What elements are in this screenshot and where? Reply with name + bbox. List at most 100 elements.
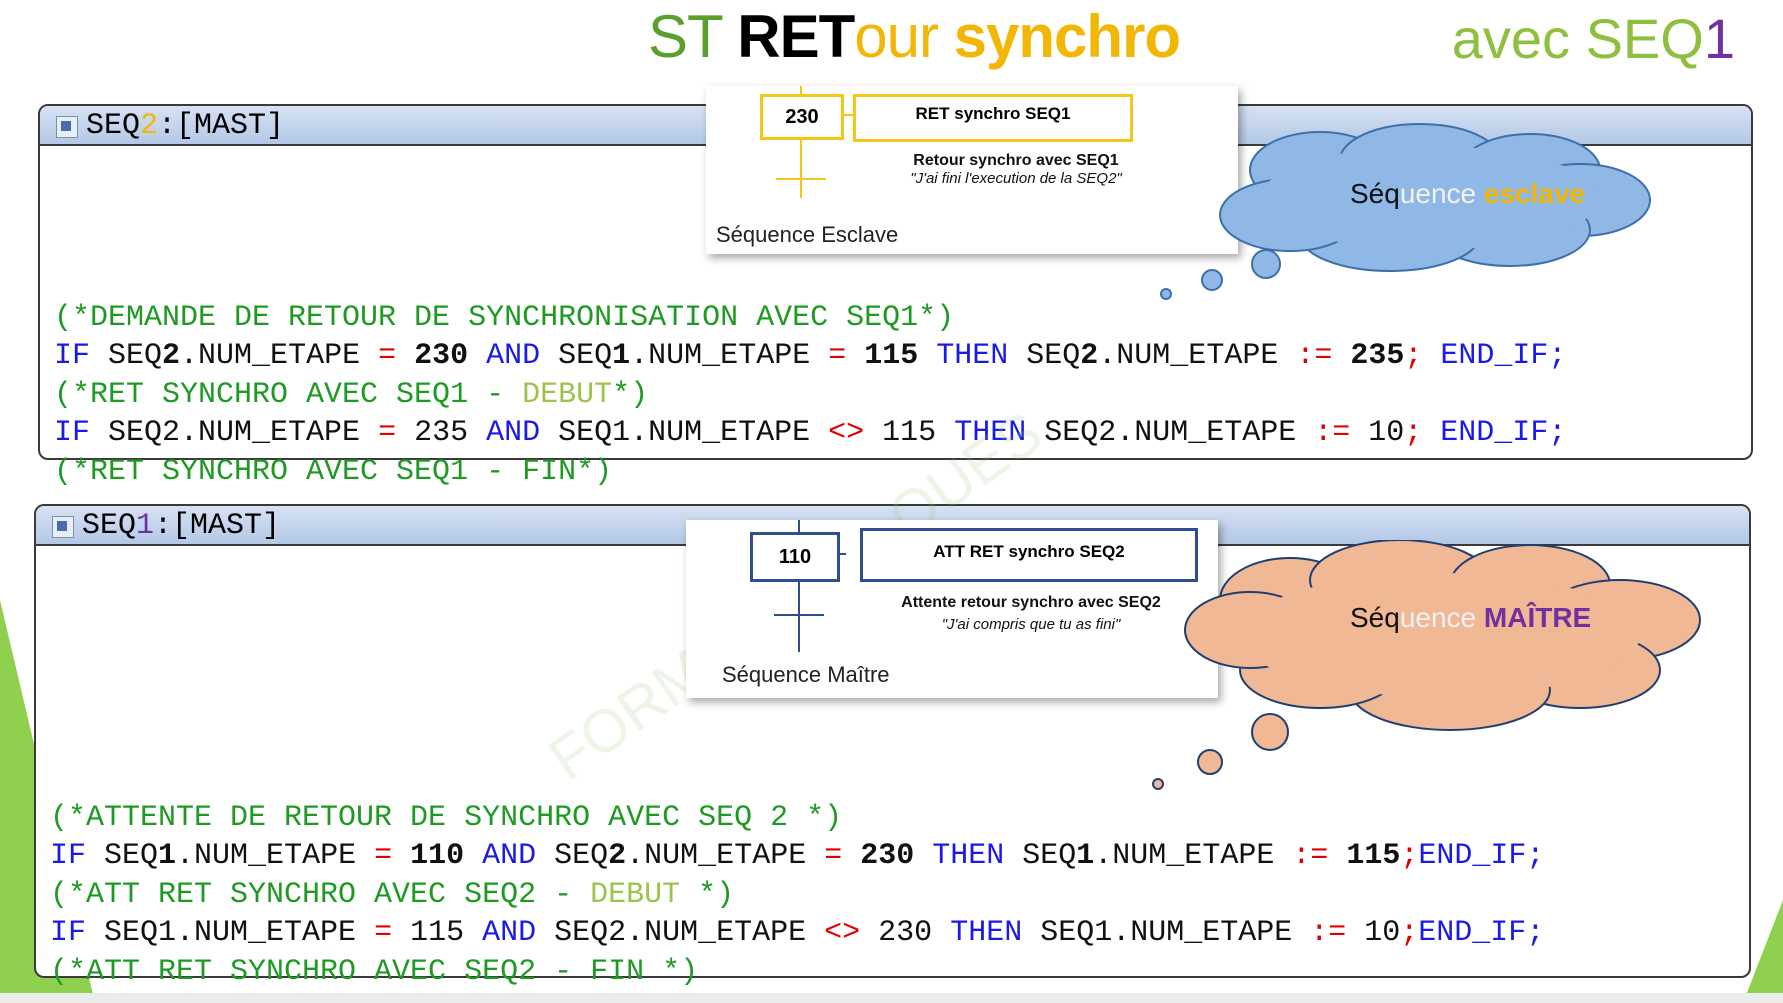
transition-label: Retour synchro avec SEQ1	[913, 152, 1119, 169]
op: =	[828, 339, 847, 373]
seq2-code-block[interactable]: (*DEMANDE DE RETOUR DE SYNCHRONISATION A…	[54, 260, 1566, 491]
op: =	[378, 416, 397, 450]
txt: SEQ	[536, 839, 609, 873]
op: =	[374, 916, 393, 950]
comment: (*RET SYNCHRO AVEC SEQ1 - FIN*)	[54, 454, 613, 489]
value: 235	[1332, 339, 1405, 373]
txt-bold: 1	[612, 339, 631, 373]
op: :=	[1314, 416, 1351, 450]
op: <>	[828, 416, 865, 450]
txt: .NUM_ETAPE	[1098, 339, 1297, 373]
kw-if: IF	[50, 839, 87, 873]
txt: SEQ	[86, 839, 159, 873]
kw-then: THEN	[932, 839, 1005, 873]
txt-bold: 2	[1080, 339, 1099, 373]
action-box: ATT RET synchro SEQ2	[860, 528, 1198, 582]
txt: SEQ1.NUM_ETAPE	[1022, 916, 1311, 950]
comment-debut: DEBUT	[522, 377, 613, 412]
seq2-panel-title: SEQ2:[MAST]	[86, 109, 284, 143]
title-suffix: :[MAST]	[154, 509, 281, 543]
value: 115	[392, 916, 483, 950]
kw-if: IF	[50, 916, 87, 950]
txt-bold: 2	[162, 339, 181, 373]
cloud-body	[1260, 146, 1600, 250]
comment: (*ATT RET SYNCHRO AVEC SEQ2 -	[50, 877, 591, 912]
op: <>	[824, 916, 861, 950]
txt: SEQ	[90, 339, 163, 373]
txt: SEQ	[1008, 339, 1081, 373]
transition-note: "J'ai compris que tu as fini"	[941, 616, 1121, 633]
op: =	[378, 339, 397, 373]
kw-endif: END_IF;	[1418, 839, 1545, 873]
title-num: 1	[136, 509, 155, 543]
txt: .NUM_ETAPE	[1094, 839, 1293, 873]
txt: SEQ2.NUM_ETAPE	[90, 416, 379, 450]
cloud-label-emphasis: esclave	[1483, 178, 1586, 209]
grafcet-link	[798, 520, 800, 532]
txt: .NUM_ETAPE	[626, 839, 825, 873]
txt-bold: 2	[608, 839, 627, 873]
title-ret: RET	[737, 3, 855, 70]
txt: SEQ1.NUM_ETAPE	[86, 916, 375, 950]
code-line-5: (*ATT RET SYNCHRO AVEC SEQ2 - FIN *)	[50, 953, 1544, 992]
value: 235	[396, 416, 487, 450]
step-box: 230	[760, 94, 844, 140]
cloud-slave-graphic	[1160, 123, 1651, 300]
kw-then: THEN	[936, 339, 1009, 373]
kw-then: THEN	[954, 416, 1027, 450]
txt-bold: 1	[158, 839, 177, 873]
cloud-body	[1240, 573, 1640, 697]
title-st: ST	[648, 3, 723, 70]
seq1-code-block[interactable]: (*ATTENTE DE RETOUR DE SYNCHRO AVEC SEQ …	[50, 760, 1544, 991]
code-line-1: (*DEMANDE DE RETOUR DE SYNCHRONISATION A…	[54, 299, 1566, 338]
comment: (*ATT RET SYNCHRO AVEC SEQ2 - FIN *)	[50, 954, 699, 989]
op: :=	[1292, 839, 1329, 873]
op: ;	[1400, 839, 1419, 873]
txt: SEQ	[540, 339, 613, 373]
code-line-2: IF SEQ2.NUM_ETAPE = 230 AND SEQ1.NUM_ETA…	[54, 337, 1566, 376]
op: ;	[1404, 416, 1423, 450]
grafcet-master-overlay: 110 ATT RET synchro SEQ2 Attente retour …	[686, 520, 1218, 698]
value: 115	[846, 339, 937, 373]
thought-bubble	[1251, 249, 1281, 279]
txt: SEQ	[1004, 839, 1077, 873]
kw-if: IF	[54, 339, 91, 373]
txt-bold: 1	[1076, 839, 1095, 873]
transition-label: Attente retour synchro avec SEQ2	[901, 594, 1161, 611]
step-action-link	[838, 553, 846, 555]
cloud-label-prefix: Séq	[1350, 602, 1400, 633]
title-synchro: synchro	[953, 3, 1181, 70]
value: 230	[396, 339, 487, 373]
code-line-3: (*RET SYNCHRO AVEC SEQ1 - DEBUT*)	[54, 376, 1566, 415]
step-action-link	[841, 114, 853, 116]
grafcet-link	[800, 86, 802, 94]
kw-endif: END_IF;	[1422, 339, 1567, 373]
transition-bar	[774, 614, 824, 616]
code-line-4: IF SEQ1.NUM_ETAPE = 115 AND SEQ2.NUM_ETA…	[50, 914, 1544, 953]
subtitle-num: 1	[1703, 7, 1735, 70]
op: =	[824, 839, 843, 873]
value: 230	[842, 839, 933, 873]
subtitle-prefix: avec SEQ	[1451, 7, 1704, 70]
cloud-label-emphasis: MAÎTRE	[1483, 602, 1592, 633]
seq2-editor-panel[interactable]: SEQ2:[MAST] (*DEMANDE DE RETOUR DE SYNCH…	[38, 104, 1753, 489]
thought-bubble	[1197, 749, 1223, 775]
title-suffix: :[MAST]	[158, 109, 285, 143]
op: :=	[1296, 339, 1333, 373]
comment-debut: DEBUT	[590, 877, 681, 912]
value: 10	[1346, 916, 1401, 950]
comment: (*DEMANDE DE RETOUR DE SYNCHRONISATION A…	[54, 300, 955, 335]
grafcet-slave-overlay: 230 RET synchro SEQ1 Retour synchro avec…	[706, 86, 1238, 254]
grafcet-link	[800, 140, 802, 198]
txt: .NUM_ETAPE	[180, 339, 379, 373]
bottom-strip	[0, 993, 1783, 1003]
thought-bubble	[1160, 288, 1172, 300]
title-num: 2	[140, 109, 159, 143]
grafcet-caption: Séquence Maître	[722, 662, 890, 687]
comment: (*ATTENTE DE RETOUR DE SYNCHRO AVEC SEQ …	[50, 800, 843, 835]
thought-bubble	[1152, 778, 1164, 790]
cloud-slave-label: Séquence esclave	[1350, 178, 1585, 210]
txt: .NUM_ETAPE	[630, 339, 829, 373]
cloud-label-middle: uence	[1399, 602, 1484, 633]
thought-bubble	[1201, 269, 1223, 291]
